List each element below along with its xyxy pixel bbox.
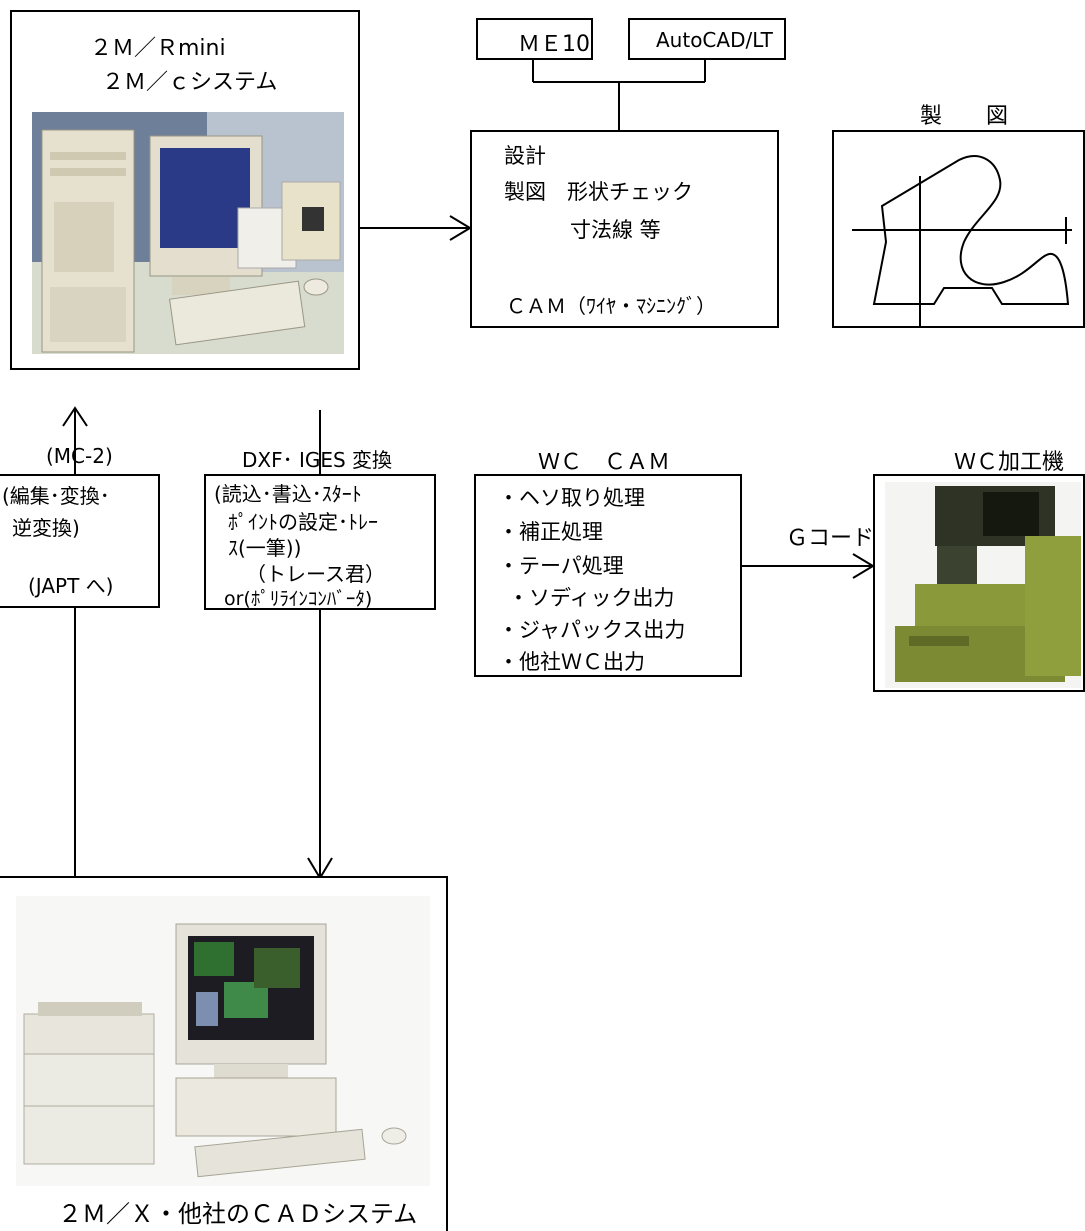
autocad-label: AutoCAD/LT bbox=[656, 28, 773, 52]
dxf-line5: or(ﾎﾟﾘﾗｲﾝｺﾝﾊﾞｰﾀ) bbox=[224, 588, 373, 610]
drawing-box bbox=[832, 130, 1085, 328]
cad-system-top: ２Ｍ／Ｒmini ２Ｍ／ｃシステム bbox=[10, 10, 360, 370]
wc-cam-item: ・ジャパックス出力 bbox=[498, 618, 686, 642]
wc-cam-item: ・ソディック出力 bbox=[508, 586, 675, 610]
wc-cam-item: ・テーパ処理 bbox=[498, 554, 624, 578]
me10-label: ＭＥ10 bbox=[518, 32, 590, 57]
wc-cam-box: ・ヘソ取り処理 ・補正処理 ・テーパ処理 ・ソディック出力 ・ジャパックス出力 … bbox=[474, 474, 742, 677]
wc-cam-header: ＷＣ ＣＡＭ bbox=[538, 450, 671, 475]
wc-cam-item: ・他社ＷＣ出力 bbox=[498, 650, 645, 674]
cad-pc-illustration bbox=[23, 923, 407, 1178]
wc-machine-header: ＷＣ加工機 bbox=[954, 450, 1065, 475]
mc2-header: (MC-2) bbox=[46, 444, 113, 468]
dxf-header: DXF･ IGES 変換 bbox=[242, 448, 393, 472]
workstation-illustration bbox=[32, 112, 344, 354]
arrowhead-to-mc2 bbox=[62, 406, 88, 427]
cad-top-title-line1: ２Ｍ／Ｒmini bbox=[90, 36, 226, 61]
drawing-shape bbox=[852, 155, 1072, 328]
wc-cam-item: ・補正処理 bbox=[498, 520, 603, 544]
mc2-line3: (JAPT へ) bbox=[28, 574, 114, 598]
dxf-line4: （トレース君） bbox=[246, 562, 385, 586]
wc-machine-box bbox=[873, 474, 1085, 692]
mc2-line1: (編集･変換･ bbox=[2, 484, 110, 508]
design-line2: 製図 形状チェック bbox=[504, 180, 693, 204]
wire-cut-machine-illustration bbox=[885, 482, 1081, 688]
dxf-line1: (読込･書込･ｽﾀｰﾄ bbox=[214, 482, 362, 506]
dxf-box: (読込･書込･ｽﾀｰﾄ ﾎﾟｲﾝﾄの設定･ﾄﾚｰ ｽ(一筆)) （トレース君） … bbox=[204, 474, 436, 610]
drawing-title: 製 図 bbox=[920, 104, 1009, 129]
cad-system-bottom: ２Ｍ／Ｘ・他社のＣＡＤシステム bbox=[0, 876, 448, 1231]
design-box: 設計 製図 形状チェック 寸法線 等 ＣＡＭ（ﾜｲﾔ・ﾏｼﾆﾝｸﾞ） bbox=[470, 130, 779, 328]
dxf-line2: ﾎﾟｲﾝﾄの設定･ﾄﾚｰ bbox=[228, 510, 378, 534]
design-line1: 設計 bbox=[504, 144, 546, 168]
cad-top-title-line2: ２Ｍ／ｃシステム bbox=[102, 70, 278, 95]
me10-box: ＭＥ10 bbox=[476, 18, 593, 60]
design-line3: 寸法線 等 bbox=[570, 218, 661, 242]
wc-cam-item: ・ヘソ取り処理 bbox=[498, 486, 645, 510]
design-line4: ＣＡＭ（ﾜｲﾔ・ﾏｼﾆﾝｸﾞ） bbox=[506, 294, 716, 318]
mc2-line2: 逆変換) bbox=[12, 516, 80, 540]
cad-bottom-caption: ２Ｍ／Ｘ・他社のＣＡＤシステム bbox=[58, 1200, 418, 1228]
mc2-box: (編集･変換･ 逆変換) (JAPT へ) bbox=[0, 474, 160, 608]
dxf-line3: ｽ(一筆)) bbox=[228, 536, 302, 560]
autocad-box: AutoCAD/LT bbox=[628, 18, 786, 60]
cad-pc-photo bbox=[16, 896, 430, 1186]
gcode-label: Ｇコード bbox=[786, 526, 875, 551]
workstation-photo bbox=[32, 112, 344, 354]
